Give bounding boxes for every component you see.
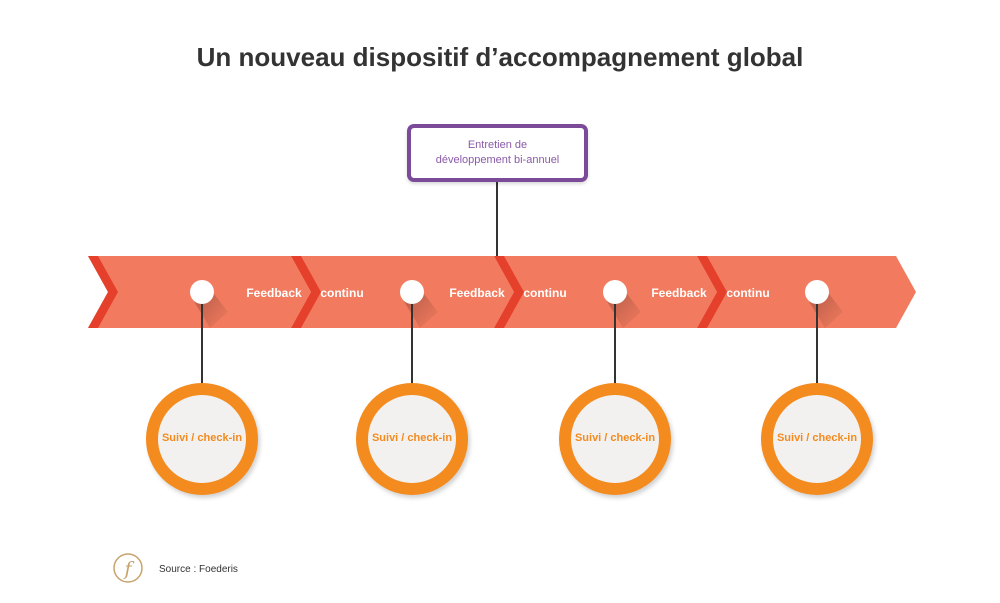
feedback-label: Feedback: [651, 286, 707, 300]
checkin-circle-inner: [571, 395, 659, 483]
continu-label: continu: [320, 286, 363, 300]
foederis-logo: f: [113, 553, 143, 583]
checkin-circle-inner: [368, 395, 456, 483]
feedback-label: Feedback: [449, 286, 505, 300]
chevron-separator: [88, 256, 118, 328]
timeline-dot: [400, 280, 424, 304]
development-review-box: Entretien de développement bi-annuel: [407, 124, 588, 182]
logo-letter: f: [122, 558, 134, 580]
chevron-separator: [291, 256, 321, 328]
timeline-dot: [805, 280, 829, 304]
continu-label: continu: [726, 286, 769, 300]
checkin-label: Suivi / check-in: [777, 432, 857, 444]
chevron-separator: [494, 256, 524, 328]
source-caption: Source : Foederis: [159, 564, 238, 575]
page-title: Un nouveau dispositif d’accompagnement g…: [196, 42, 804, 72]
continu-label: continu: [523, 286, 566, 300]
feedback-label: Feedback: [246, 286, 302, 300]
checkin-label: Suivi / check-in: [162, 432, 242, 444]
development-review-line2: développement bi-annuel: [435, 154, 560, 166]
development-review-line1: Entretien de: [467, 139, 528, 151]
timeline-dot: [603, 280, 627, 304]
chevron-separator: [697, 256, 727, 328]
checkin-label: Suivi / check-in: [575, 432, 655, 444]
timeline-dot: [190, 280, 214, 304]
checkin-circle-inner: [158, 395, 246, 483]
checkin-circle-inner: [773, 395, 861, 483]
checkin-label: Suivi / check-in: [372, 432, 452, 444]
